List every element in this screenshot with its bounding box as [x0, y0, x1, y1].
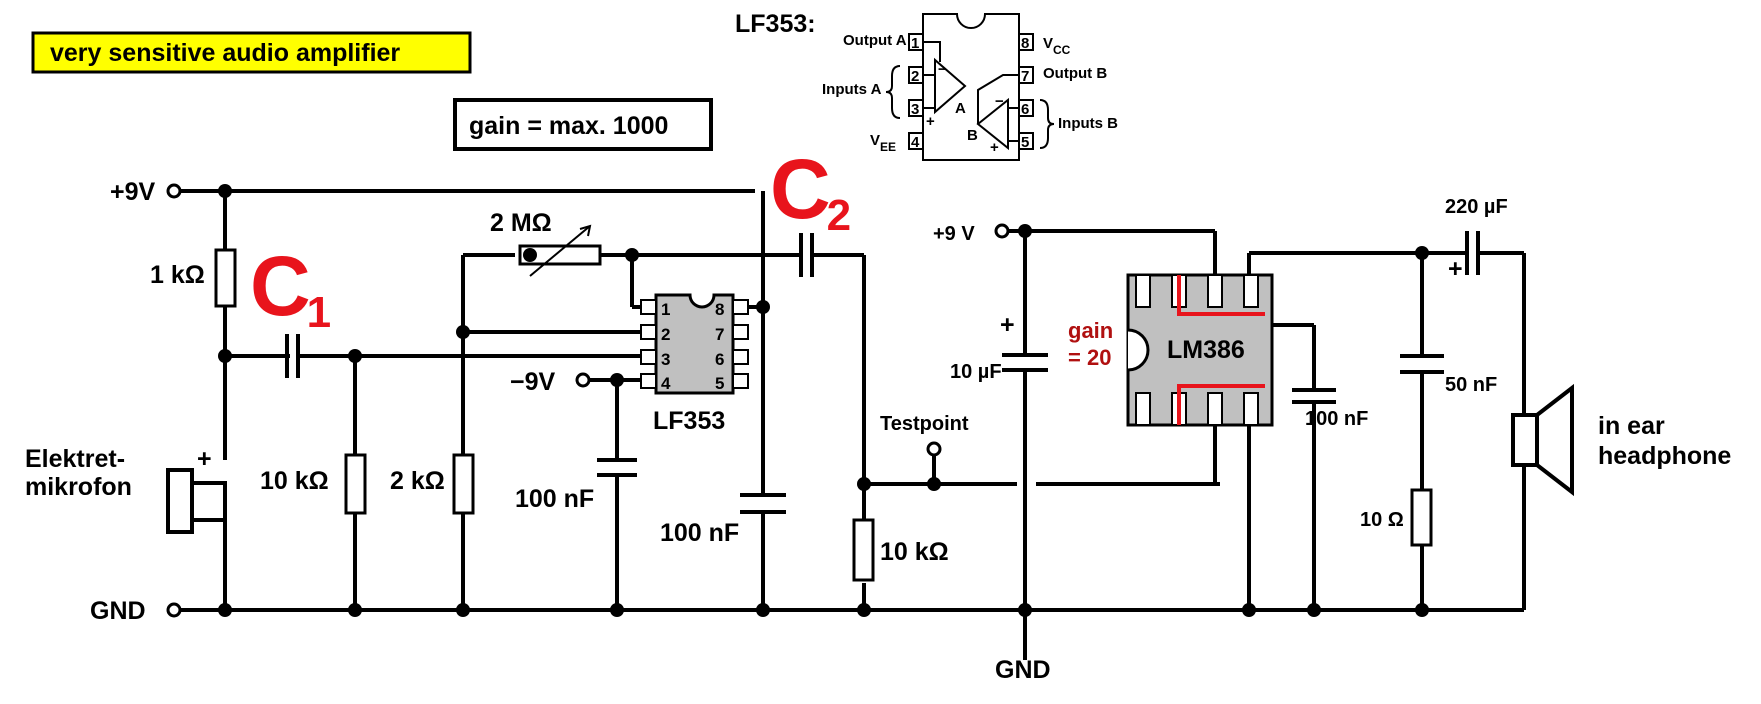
pinout-pin-5: 5	[1021, 134, 1029, 151]
lf353-pin-3: 3	[661, 350, 670, 369]
pinout-inputs-a: Inputs A	[822, 81, 882, 98]
pinout-pin-2: 2	[911, 68, 919, 85]
pinout-inputs-b: Inputs B	[1058, 115, 1118, 132]
poweramp-components: +9 V GND Testpoint 10 kΩ + 10 µF	[852, 196, 1731, 684]
label-gnd: GND	[90, 597, 146, 625]
pinout-pin-6: 6	[1021, 101, 1029, 118]
label-c2: C2	[770, 142, 851, 240]
pinout-ic-body	[922, 13, 1020, 161]
pinout-pin-4: 4	[911, 134, 920, 151]
lf353-pin-2: 2	[661, 325, 670, 344]
resistor-10k-preamp	[344, 453, 367, 515]
label-pot2m: 2 MΩ	[490, 209, 552, 237]
pinout-output-b: Output B	[1043, 65, 1107, 82]
gain-note-box: gain = max. 1000	[453, 98, 713, 151]
lf353-pin-4: 4	[661, 374, 671, 393]
preamp-components: +9V GND −9V 1 kΩ C1 10 kΩ 2 kΩ 2 MΩ 100 …	[25, 142, 941, 625]
resistor-2k	[452, 453, 475, 515]
mic-plus: +	[197, 445, 212, 473]
terminal-minus9v	[575, 372, 591, 388]
lf353-pin-1: 1	[661, 300, 670, 319]
label-c1: C1	[250, 239, 331, 337]
amp-a-triangle	[934, 57, 967, 115]
lf353-ic	[654, 293, 735, 395]
label-mic-1: Elektret-	[25, 445, 125, 473]
pinout-heading: LF353:	[735, 10, 816, 38]
lf353-pin-8: 8	[715, 300, 724, 319]
label-gain-2: = 20	[1068, 345, 1111, 370]
label-c50n: 50 nF	[1445, 374, 1497, 396]
label-plus9v-b: +9 V	[933, 223, 975, 245]
microphone-body	[190, 481, 227, 522]
headphone-magnet	[1511, 413, 1539, 467]
label-r2k: 2 kΩ	[390, 467, 445, 495]
pinout-output-a: Output A	[843, 32, 907, 49]
inputs-a-brace	[885, 65, 901, 119]
lm386-pins-top	[1135, 274, 1259, 308]
preamp-wires	[180, 189, 1524, 612]
label-c100n-c: 100 nF	[1305, 408, 1368, 430]
terminal-plus9v-b	[994, 223, 1010, 239]
lm386-gain-trace-bottom	[1177, 384, 1265, 425]
lf353-pin-5: 5	[715, 374, 724, 393]
pot-2m	[518, 244, 602, 266]
gain-note-text: gain = max. 1000	[469, 112, 668, 140]
microphone-capsule	[166, 468, 194, 534]
resistor-10k-poweramp	[852, 518, 875, 582]
headphone-cone	[1535, 383, 1574, 497]
title-box: very sensitive audio amplifier	[31, 31, 472, 74]
pinout-pin-8: 8	[1021, 35, 1029, 52]
pinout-vee: VEE	[870, 132, 896, 154]
pinout-pin-1: 1	[911, 35, 919, 52]
label-headphone-2: headphone	[1598, 442, 1731, 470]
pot-2m-arrow	[529, 225, 591, 277]
pinout-pin-3: 3	[911, 101, 919, 118]
label-c10u: 10 µF	[950, 361, 1002, 383]
resistor-10ohm	[1410, 488, 1433, 547]
label-mic-2: mikrofon	[25, 473, 132, 501]
pinout-pin-7: 7	[1021, 68, 1029, 85]
label-r10k-preamp: 10 kΩ	[260, 467, 329, 495]
lm386-gain-trace-top	[1177, 275, 1265, 316]
label-lm386: LM386	[1167, 336, 1245, 364]
label-headphone-1: in ear	[1598, 412, 1665, 440]
pinout-vcc: VCC	[1043, 35, 1071, 57]
lf353-pin-7: 7	[715, 325, 724, 344]
cap-10u-plus: +	[1000, 311, 1015, 339]
amp-a-plus: +	[926, 113, 935, 130]
terminal-gnd	[166, 602, 182, 618]
amp-a-label: A	[955, 100, 966, 117]
label-minus9v: −9V	[510, 368, 556, 396]
label-gnd-b: GND	[995, 656, 1051, 684]
label-lf353: LF353	[653, 407, 725, 435]
terminal-plus9v	[166, 183, 182, 199]
amp-b-label: B	[967, 127, 978, 144]
testpoint-terminal	[926, 441, 942, 457]
cap-220u-plus: +	[1448, 255, 1463, 283]
amp-b-triangle	[976, 97, 1009, 151]
label-c220u: 220 µF	[1445, 196, 1508, 218]
label-plus9v: +9V	[110, 178, 156, 206]
poweramp-wires	[1008, 229, 1526, 660]
label-testpoint: Testpoint	[880, 413, 969, 435]
label-r1k: 1 kΩ	[150, 261, 205, 289]
title-text: very sensitive audio amplifier	[50, 39, 400, 67]
resistor-1k	[214, 248, 237, 308]
label-r10k-poweramp: 10 kΩ	[880, 538, 949, 566]
lf353-pin-6: 6	[715, 350, 724, 369]
lf353-pinout: LF353: 1 2 3 4 8 7 6 5 Output A Inputs A…	[735, 10, 1118, 161]
label-r10: 10 Ω	[1360, 509, 1404, 531]
amp-a-minus: −	[938, 61, 947, 78]
label-c100n-a: 100 nF	[515, 485, 594, 513]
lm386-pins-bottom	[1135, 392, 1259, 426]
inputs-b-brace	[1039, 99, 1055, 149]
amp-b-plus: +	[990, 139, 999, 156]
label-gain-1: gain	[1068, 318, 1113, 343]
label-c100n-b: 100 nF	[660, 519, 739, 547]
amp-b-minus: −	[995, 93, 1004, 110]
